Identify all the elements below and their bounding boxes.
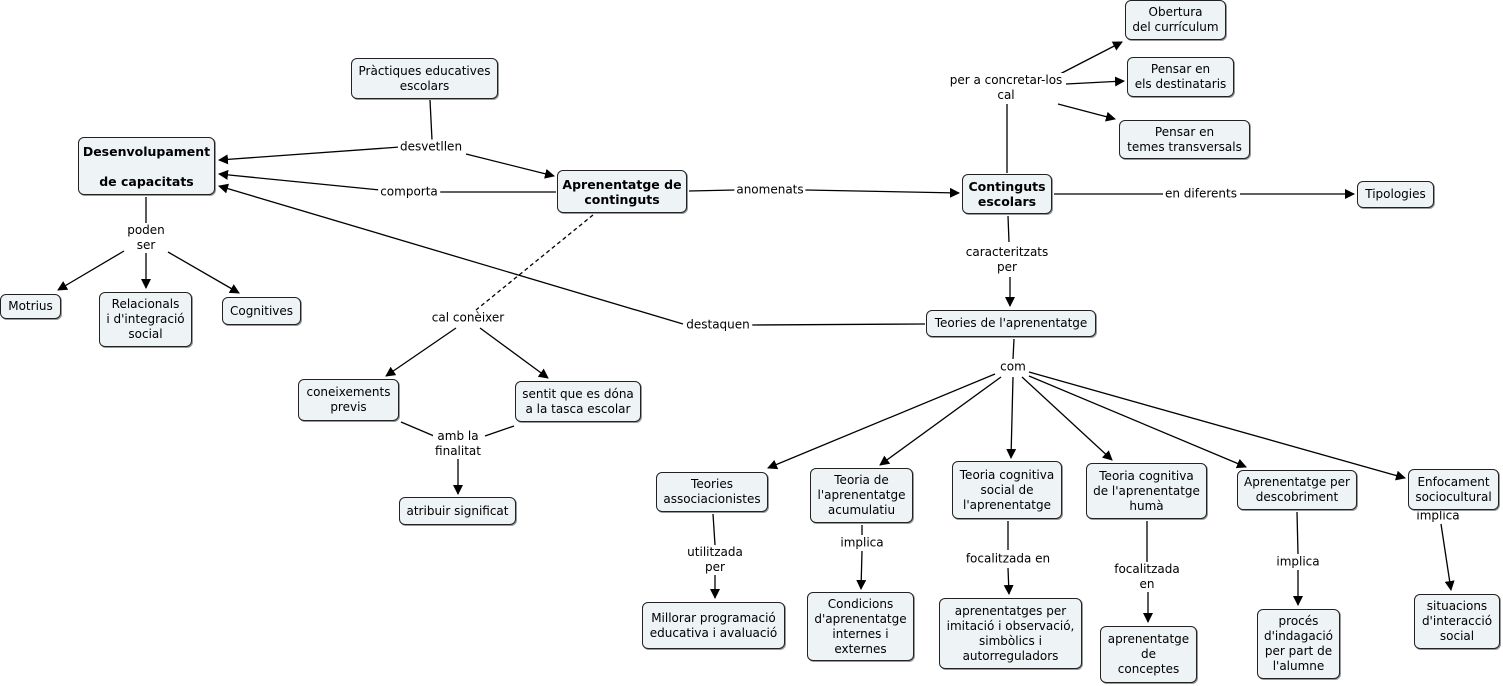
line-com-enfocament <box>1028 371 1406 481</box>
concept-tipologies[interactable]: Tipologies <box>1357 181 1434 208</box>
line-com-acumulatiu <box>879 376 1002 466</box>
link-label-implica-2: implica <box>1274 554 1322 570</box>
line-descobriment-implica <box>1296 511 1299 555</box>
link-label-focalitzada-1: focalitzada en <box>963 551 1053 567</box>
line-implica-condicions <box>856 550 867 590</box>
link-label-anomenats: anomenats <box>734 182 806 198</box>
line-coneixements-amb <box>400 421 435 437</box>
concept-teoria-acumulatiu[interactable]: Teoria de l'aprenentatge acumulatiu <box>810 468 913 523</box>
concept-coneixements-previs[interactable]: coneixements previs <box>298 379 399 421</box>
line-concretar-destinataris <box>1065 76 1125 87</box>
line-calconeixer-coneixements <box>385 327 457 377</box>
line-com-cognitivahuma <box>1021 376 1113 461</box>
line-continguts-caracteritzats <box>1007 215 1010 243</box>
concept-aprenentatges-imitacio[interactable]: aprenentatges per imitació i observació,… <box>939 598 1082 669</box>
concept-continguts-escolars[interactable]: Continguts escolars <box>962 174 1052 214</box>
line-practiques-desvetllen <box>429 99 433 141</box>
line-poden-motrius <box>57 250 125 291</box>
line-aprenentatge-anomenats <box>688 189 736 192</box>
line-sentit-amb <box>484 425 515 437</box>
concept-millorar-programacio[interactable]: Millorar programació educativa i avaluac… <box>642 602 785 649</box>
link-label-cal-coneixer: cal conèixer <box>429 310 507 326</box>
concept-pensar-temes-transversals[interactable]: Pensar en temes transversals <box>1119 120 1250 159</box>
link-label-utilitzada: utilitzada per <box>685 545 745 575</box>
concept-condicions-aprenentatge[interactable]: Condicions d'aprenentatge internes i ext… <box>807 592 914 661</box>
link-label-com: com <box>998 359 1028 375</box>
concept-sentit-tasca[interactable]: sentit que es dóna a la tasca escolar <box>515 381 641 422</box>
line-com-descobriment <box>1028 375 1247 469</box>
concept-pensar-destinataris[interactable]: Pensar en els destinataris <box>1127 57 1234 97</box>
link-label-desvetllen: desvetllen <box>397 139 465 155</box>
concept-desenvolupament-capacitats[interactable]: Desenvolupament de capacitats <box>78 137 215 195</box>
concept-proces-indagacio[interactable]: procés d'indagació per part de l'alumne <box>1257 609 1340 679</box>
link-label-comporta: comporta <box>378 184 440 200</box>
concept-teoria-cognitiva-huma[interactable]: Teoria cognitiva de l'aprenentatge humà <box>1086 463 1207 519</box>
line-aprenentatge-calconeixer <box>475 214 594 311</box>
link-label-amb-finalitat: amb la finalitat <box>433 429 483 459</box>
line-desvetllen-desenvolupament <box>218 146 401 165</box>
concept-cognitives[interactable]: Cognitives <box>222 297 301 325</box>
concept-aprenentatge-conceptes[interactable]: aprenentatge de conceptes <box>1100 626 1197 683</box>
line-poden-cognitives <box>167 251 240 294</box>
line-teories-destaquen <box>751 323 926 326</box>
line-associacionistes-utilitzada <box>712 513 716 546</box>
link-label-poden-ser: poden ser <box>125 223 167 253</box>
link-label-caracteritzats: caracteritzats per <box>963 245 1051 275</box>
concept-relacionals[interactable]: Relacionals i d'integració social <box>99 292 192 347</box>
concept-teoria-cognitiva-social[interactable]: Teoria cognitiva social de l'aprenentatg… <box>952 461 1062 519</box>
concept-atribuir-significat[interactable]: atribuir significat <box>399 497 516 525</box>
line-com-associacionistes <box>767 373 996 470</box>
concept-teories-associacionistes[interactable]: Teories associacionistes <box>656 472 768 512</box>
line-focalitzada-imitacio <box>1003 567 1014 595</box>
link-label-en-diferents: en diferents <box>1163 186 1239 202</box>
line-concretar-temes <box>1057 103 1116 122</box>
concept-obertura-curriculum[interactable]: Obertura del currículum <box>1125 0 1226 40</box>
concept-motrius[interactable]: Motrius <box>0 294 61 319</box>
concept-teories-aprenentatge[interactable]: Teories de l'aprenentatge <box>926 310 1096 337</box>
concept-aprenentatge-continguts[interactable]: Aprenentatge de continguts <box>557 170 687 213</box>
line-concretar-obertura <box>1057 41 1123 76</box>
line-com-cognitivasocial <box>1006 376 1017 459</box>
line-anomenats-continguts <box>804 187 960 198</box>
link-label-per-concretar: per a concretar-los cal <box>947 73 1065 103</box>
link-label-destaquen: destaquen <box>684 317 752 333</box>
line-teories-com <box>1012 338 1015 360</box>
line-implica-situacions <box>1440 523 1455 591</box>
concept-enfocament-sociocultural[interactable]: Enfocament sociocultural <box>1408 469 1499 510</box>
concept-situacions-interaccio[interactable]: situacions d'interacció social <box>1414 594 1500 649</box>
concept-practiques-educatives[interactable]: Pràctiques educatives escolars <box>351 58 498 99</box>
line-desvetllen-aprenentatge <box>465 153 555 179</box>
line-destaquen-desenvolupament <box>218 183 684 325</box>
concept-aprenentatge-descobriment[interactable]: Aprenentatge per descobriment <box>1237 470 1357 510</box>
link-label-implica-3: implica <box>1416 508 1460 523</box>
line-comporta-desenvolupament <box>218 169 381 191</box>
line-calconeixer-sentit <box>479 327 549 379</box>
link-label-focalitzada-2: focalitzada en <box>1112 562 1182 592</box>
link-label-implica-1: implica <box>838 535 886 551</box>
